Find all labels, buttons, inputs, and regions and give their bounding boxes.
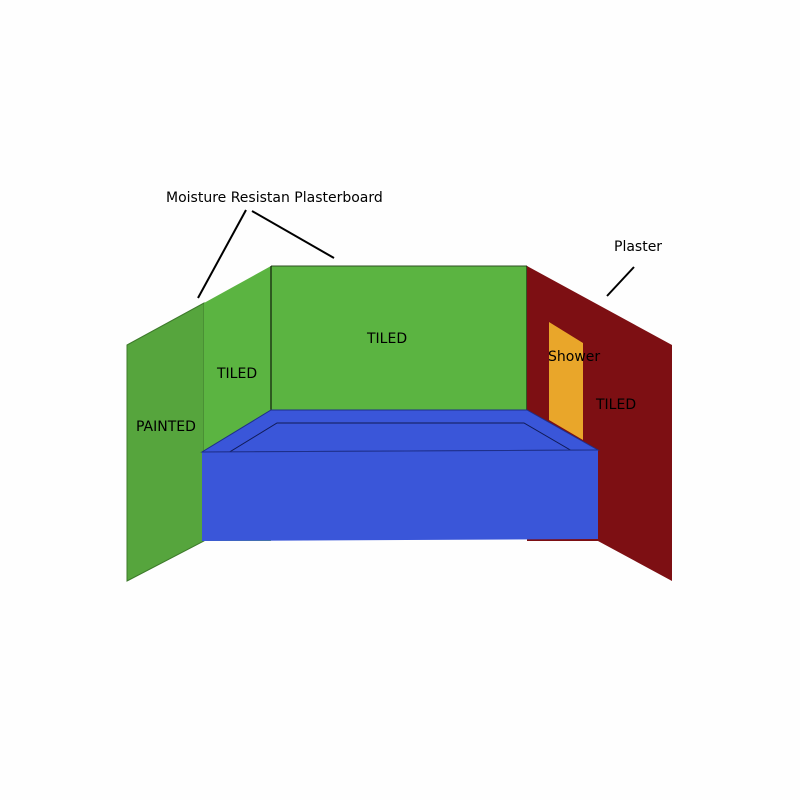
moisture-board-leader-left <box>197 209 247 299</box>
bath-front <box>202 450 598 541</box>
moisture-board-label: Moisture Resistan Plasterboard <box>166 190 383 206</box>
left-wall-painted <box>126 302 205 582</box>
shower-panel <box>549 322 583 440</box>
left-inner-wall-label: TILED <box>216 366 257 382</box>
back-wall-label: TILED <box>366 331 407 347</box>
moisture-board-leader-right <box>251 210 335 259</box>
shower-label: Shower <box>548 349 600 365</box>
plaster-leader <box>606 266 635 297</box>
bath-front-top-edge <box>201 449 599 453</box>
plaster-label: Plaster <box>614 239 662 255</box>
back-wall-tiled <box>271 266 527 450</box>
right-wall-label: TILED <box>595 397 636 413</box>
left-outer-wall-label: PAINTED <box>136 419 196 435</box>
